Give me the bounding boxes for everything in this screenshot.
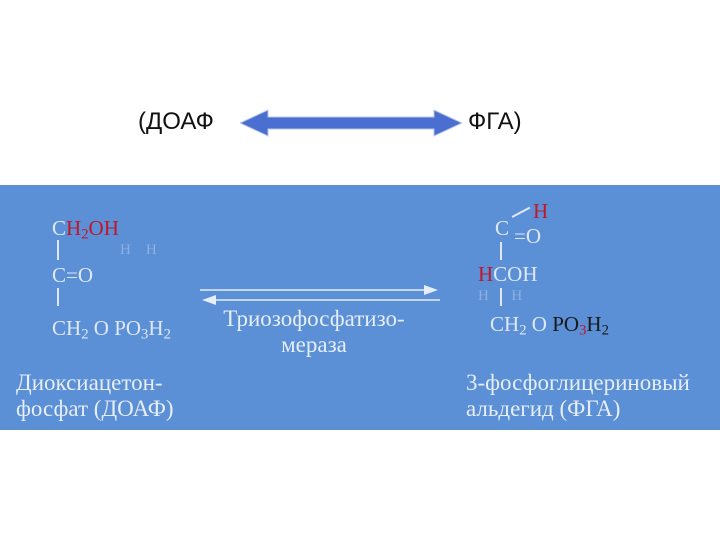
enzyme-line2: мераза xyxy=(281,332,347,357)
left-row1: CH2OH xyxy=(52,216,119,243)
reaction-panel xyxy=(0,185,720,430)
right-row1-c: C xyxy=(495,216,510,240)
right-name-line2: альдегид (ФГА) xyxy=(466,396,621,421)
header-right-label: ФГА) xyxy=(468,108,522,135)
right-name-line1: 3-фосфоглицериновый xyxy=(466,370,690,395)
enzyme-name: Триозофосфатизо- мераза xyxy=(216,306,412,358)
left-bond-1 xyxy=(57,240,59,260)
left-ghost-h: H H xyxy=(120,242,157,258)
right-row4: CH2 O PO3H2 xyxy=(490,312,609,339)
right-compound-name: 3-фосфоглицериновый альдегид (ФГА) xyxy=(466,370,690,422)
double-arrow-icon xyxy=(240,109,462,137)
right-row1-h: H xyxy=(533,199,549,223)
right-row3: HCOH xyxy=(478,262,538,286)
left-name-line1: Диоксиацетон- xyxy=(16,370,163,395)
left-bond-2 xyxy=(57,288,59,306)
right-bond-1 xyxy=(500,242,502,260)
left-compound-name: Диоксиацетон- фосфат (ДОАФ) xyxy=(16,370,174,422)
equilibrium-arrows-icon xyxy=(200,285,440,305)
enzyme-line1: Триозофосфатизо- xyxy=(223,306,405,331)
header-left-label: (ДОАФ xyxy=(138,108,214,135)
right-row2: =O xyxy=(514,224,542,248)
right-bond-2 xyxy=(500,288,502,306)
left-name-line2: фосфат (ДОАФ) xyxy=(16,396,174,421)
left-row3: CH2 O PO3H2 xyxy=(52,316,171,343)
left-row2: C=O xyxy=(52,263,94,287)
